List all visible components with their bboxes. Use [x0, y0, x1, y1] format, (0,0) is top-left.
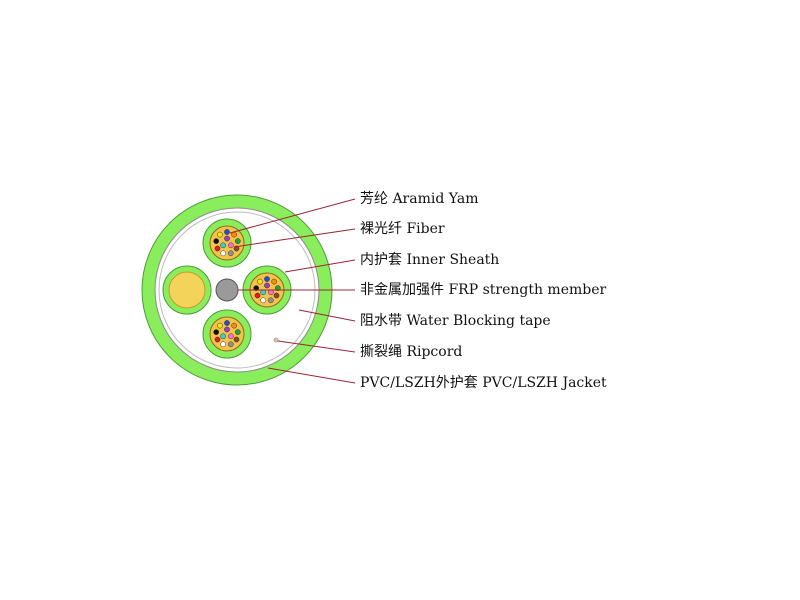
label-water-tape: 阻水带 Water Blocking tape	[360, 313, 551, 329]
optical-fiber	[228, 242, 234, 249]
optical-fiber	[224, 326, 230, 333]
optical-fiber	[253, 285, 260, 291]
label-aramid: 芳纶 Aramid Yam	[360, 191, 479, 207]
leader-line-aramid	[229, 198, 356, 234]
leader-line-ripcord	[277, 340, 356, 353]
label-frp: 非金属加强件 FRP strength member	[360, 282, 607, 298]
optical-fiber	[271, 278, 277, 285]
optical-fiber	[224, 320, 230, 326]
ripcord-dot	[273, 337, 279, 343]
leader-lines	[229, 198, 356, 384]
label-fiber: 裸光纤 Fiber	[360, 221, 445, 237]
optical-fiber	[228, 333, 234, 340]
optical-fiber	[227, 250, 234, 257]
optical-fiber	[227, 341, 234, 348]
optical-fiber	[214, 336, 221, 343]
optical-fiber	[234, 329, 241, 335]
optical-fiber	[217, 322, 223, 329]
optical-fiber	[213, 329, 220, 335]
optical-fiber	[214, 245, 221, 252]
optical-fiber	[220, 250, 227, 257]
label-ripcord: 撕裂绳 Ripcord	[360, 344, 463, 360]
optical-fiber	[220, 242, 226, 249]
leader-line-jacket	[267, 367, 356, 384]
leader-line-inner-sheath	[284, 259, 356, 273]
optical-fiber	[224, 235, 230, 242]
label-jacket: PVC/LSZH外护套 PVC/LSZH Jacket	[360, 375, 607, 391]
optical-fiber	[213, 238, 220, 244]
optical-fiber	[231, 322, 237, 329]
label-inner-sheath: 内护套 Inner Sheath	[360, 252, 500, 268]
fiber-unit-bottom	[202, 309, 252, 359]
optical-fiber	[264, 282, 270, 289]
optical-fiber	[257, 278, 263, 285]
optical-fiber	[217, 231, 223, 238]
fiber-unit-top	[202, 218, 252, 268]
optical-fiber	[254, 292, 261, 299]
optical-fiber	[224, 229, 230, 235]
optical-fiber	[264, 276, 270, 282]
leader-line-fiber	[233, 228, 356, 248]
optical-fiber	[260, 297, 267, 304]
optical-fiber	[267, 297, 274, 304]
frp-strength-member	[215, 278, 239, 302]
optical-fiber	[220, 341, 227, 348]
leader-line-water-tape	[298, 309, 356, 322]
filler-rod	[162, 265, 212, 315]
optical-fiber	[274, 285, 281, 291]
optical-fiber	[234, 238, 241, 244]
optical-fiber	[273, 292, 280, 299]
optical-fiber	[220, 333, 226, 340]
optical-fiber	[233, 336, 240, 343]
